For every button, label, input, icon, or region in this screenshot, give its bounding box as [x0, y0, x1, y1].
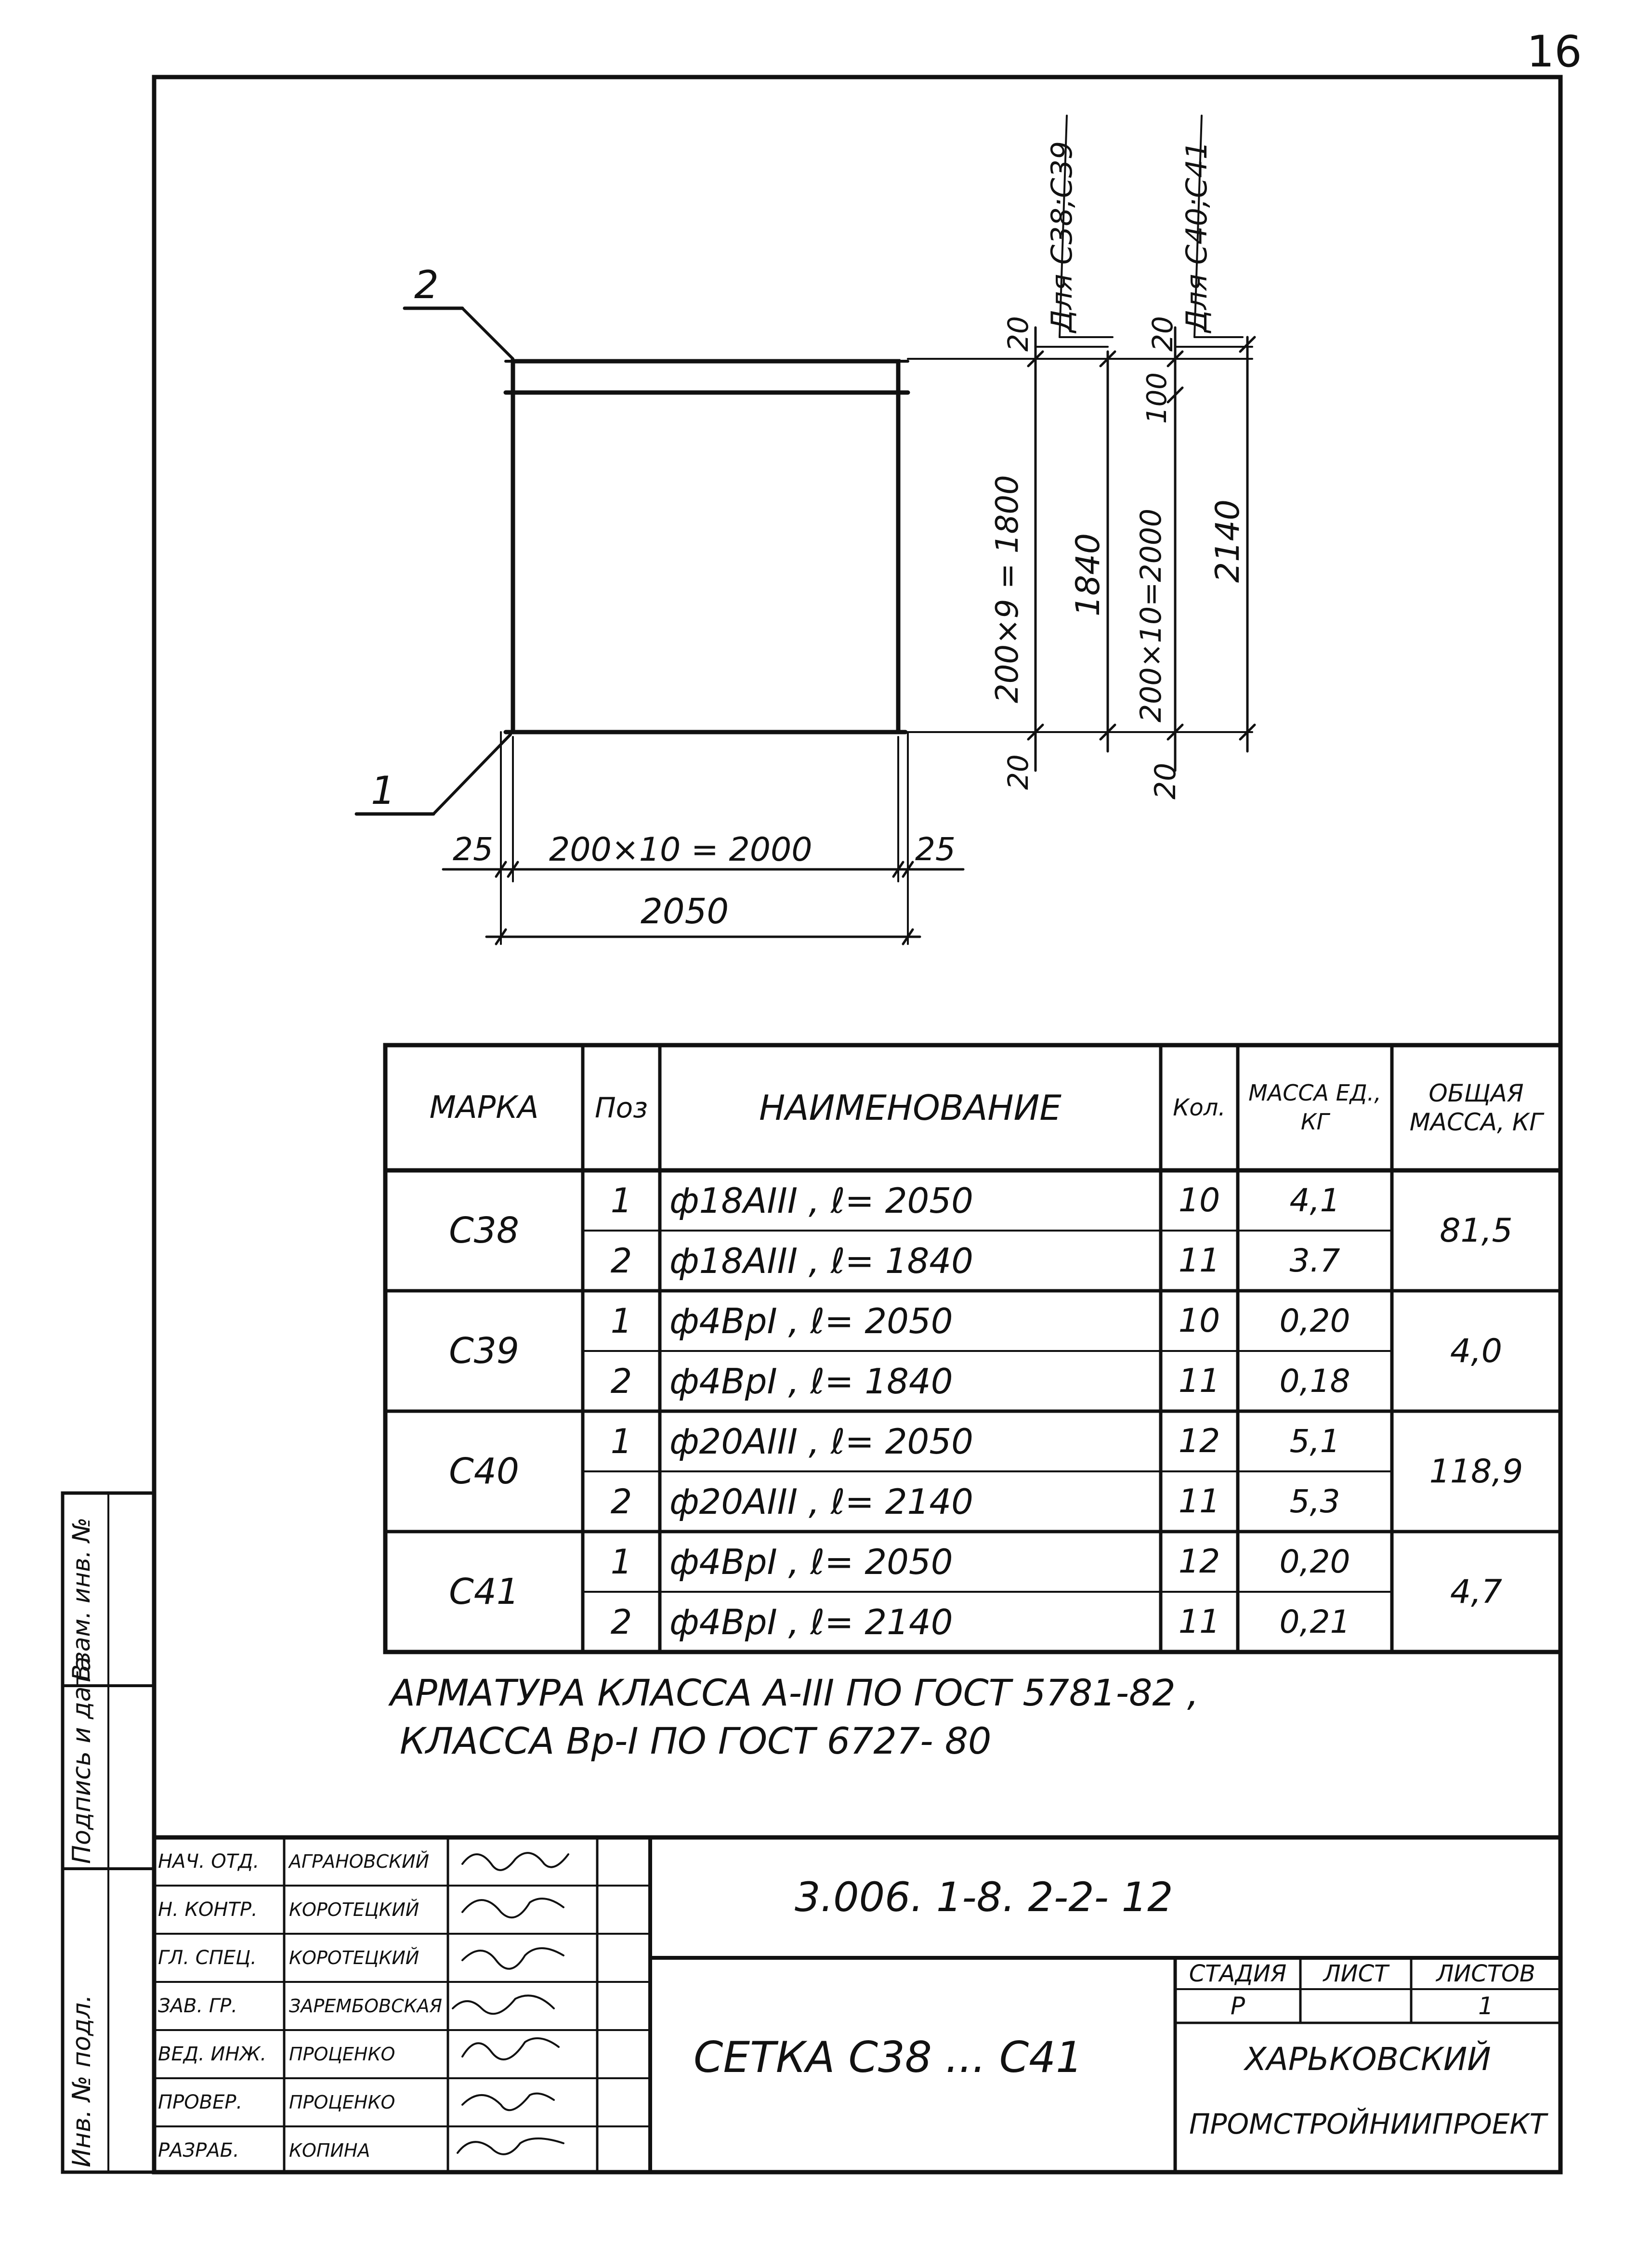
total-mass-cell: 4,0: [1450, 1332, 1503, 1370]
label-variant-a: Для С38;С39: [1045, 141, 1079, 332]
dim-total-a: 1840: [1069, 533, 1107, 616]
role-name: ЗАРЕМБОВСКАЯ: [289, 1995, 443, 2017]
qty-cell: 12: [1178, 1543, 1220, 1581]
dim-vertical-span-b: 200×10=2000: [1134, 508, 1168, 722]
organization-line-2: ПРОМСТРОЙНИИПРОЕКТ: [1189, 2108, 1547, 2140]
stage-label: СТАДИЯ: [1189, 1960, 1287, 1987]
header-mark: МАРКА: [429, 1090, 539, 1126]
dim-100-b: 100: [1141, 372, 1173, 424]
mark-cell: С41: [449, 1571, 519, 1613]
dim-bottom-20-a: 20: [1002, 754, 1035, 790]
qty-cell: 11: [1178, 1603, 1220, 1641]
mark-cell: С39: [449, 1330, 519, 1372]
pos-cell: 2: [610, 1602, 632, 1642]
pos-cell: 2: [610, 1361, 632, 1401]
qty-cell: 10: [1178, 1302, 1220, 1340]
qty-cell: 11: [1178, 1362, 1220, 1400]
role-name: КОРОТЕЦКИЙ: [289, 1947, 419, 1968]
pos-cell: 2: [610, 1481, 632, 1521]
header-unit-mass: МАССА ЕД., КГ: [1248, 1080, 1381, 1135]
document-code: 3.006. 1-8. 2-2- 12: [795, 1874, 1173, 1921]
unit-mass-cell: 0,21: [1279, 1603, 1350, 1640]
spec-table-lines: [383, 1043, 1563, 1654]
total-mass-cell: 4,7: [1450, 1573, 1503, 1611]
dim-right-offset: 25: [915, 831, 956, 868]
name-cell: ф20АIII , ℓ= 2140: [669, 1481, 973, 1522]
dim-top-20-b: 20: [1146, 316, 1179, 352]
pos-cell: 1: [610, 1421, 632, 1461]
header-pos: Поз: [595, 1091, 648, 1124]
role-label: РАЗРАБ.: [158, 2139, 239, 2162]
unit-mass-cell: 5,1: [1289, 1423, 1340, 1460]
pos-cell: 2: [610, 1241, 632, 1281]
role-name: КОРОТЕЦКИЙ: [289, 1899, 419, 1920]
organization-line-1: ХАРЬКОВСКИЙ: [1245, 2040, 1491, 2078]
dim-total-width: 2050: [641, 891, 729, 931]
drawing-title: СЕТКА С38 ... С41: [694, 2032, 1083, 2082]
name-cell: ф18АIII , ℓ= 1840: [669, 1240, 973, 1281]
title-block-lines: [152, 1835, 1563, 2174]
mesh-panel: [511, 359, 901, 734]
label-variant-b: Для С40;С41: [1180, 141, 1214, 332]
unit-mass-cell: 0,20: [1279, 1302, 1350, 1339]
role-name: ПРОЦЕНКО: [289, 2092, 395, 2113]
total-mass-cell: 118,9: [1429, 1452, 1523, 1491]
role-name: АГРАНОВСКИЙ: [289, 1851, 429, 1872]
signatures: [452, 1852, 569, 2155]
unit-mass-cell: 0,20: [1279, 1543, 1350, 1580]
stage-value: Р: [1230, 1992, 1245, 2020]
dim-top-20-a: 20: [1002, 316, 1035, 352]
total-mass-cell: 81,5: [1440, 1211, 1513, 1250]
mark-cell: С40: [449, 1451, 519, 1492]
dim-bottom-20-b: 20: [1149, 762, 1182, 800]
name-cell: ф20АIII , ℓ= 2050: [669, 1421, 973, 1462]
unit-mass-cell: 3.7: [1289, 1242, 1340, 1279]
role-label: ЗАВ. ГР.: [158, 1995, 237, 2017]
side-stamp-vzam-inv: Взам. инв. №: [67, 1517, 95, 1681]
unit-mass-cell: 5,3: [1289, 1483, 1340, 1520]
dim-horizontal-span: 200×10 = 2000: [549, 831, 812, 869]
header-name: НАИМЕНОВАНИЕ: [759, 1088, 1061, 1128]
notes-line-2: КЛАССА Вр-I ПО ГОСТ 6727- 80: [400, 1719, 992, 1762]
unit-mass-cell: 0,18: [1279, 1363, 1350, 1400]
unit-mass-cell: 4,1: [1289, 1182, 1340, 1219]
pos-cell: 1: [610, 1180, 632, 1220]
dim-vertical-span-a: 200×9 = 1800: [990, 475, 1025, 703]
name-cell: ф18АIII , ℓ= 2050: [669, 1180, 973, 1221]
role-label: НАЧ. ОТД.: [158, 1850, 260, 1873]
sheet-label: ЛИСТ: [1323, 1960, 1389, 1987]
name-cell: ф4ВрI , ℓ= 2140: [669, 1601, 953, 1642]
role-label: ВЕД. ИНЖ.: [158, 2043, 267, 2065]
role-label: ГЛ. СПЕЦ.: [158, 1947, 257, 1969]
side-stamp-podpis-data: Подпись и дата: [67, 1656, 96, 1864]
role-name: КОПИНА: [289, 2140, 370, 2161]
side-stamp-inv-podl: Инв. № подл.: [67, 1994, 96, 2167]
header-total-mass: ОБЩАЯ МАССА, КГ: [1409, 1079, 1543, 1136]
dim-total-b: 2140: [1209, 499, 1247, 583]
position-1-label: 1: [371, 768, 395, 813]
name-cell: ф4ВрI , ℓ= 2050: [669, 1541, 953, 1582]
name-cell: ф4ВрI , ℓ= 2050: [669, 1300, 953, 1341]
role-label: ПРОВЕР.: [158, 2091, 243, 2113]
name-cell: ф4ВрI , ℓ= 1840: [669, 1361, 953, 1402]
dim-left-offset: 25: [453, 831, 493, 868]
qty-cell: 12: [1178, 1422, 1220, 1460]
sheets-value: 1: [1478, 1992, 1494, 2020]
pos-cell: 1: [610, 1301, 632, 1341]
pos-cell: 1: [610, 1542, 632, 1582]
sheet-number: 16: [1527, 26, 1582, 77]
position-2-label: 2: [414, 262, 439, 307]
qty-cell: 11: [1178, 1482, 1220, 1521]
role-label: Н. КОНТР.: [158, 1899, 258, 1921]
sheets-label: ЛИСТОВ: [1436, 1960, 1535, 1987]
qty-cell: 11: [1178, 1242, 1220, 1280]
notes-line-1: АРМАТУРА КЛАССА А-III ПО ГОСТ 5781-82 ,: [390, 1671, 1199, 1714]
header-qty: Кол.: [1173, 1094, 1226, 1121]
mark-cell: С38: [449, 1210, 519, 1251]
role-name: ПРОЦЕНКО: [289, 2044, 395, 2065]
qty-cell: 10: [1178, 1181, 1220, 1219]
